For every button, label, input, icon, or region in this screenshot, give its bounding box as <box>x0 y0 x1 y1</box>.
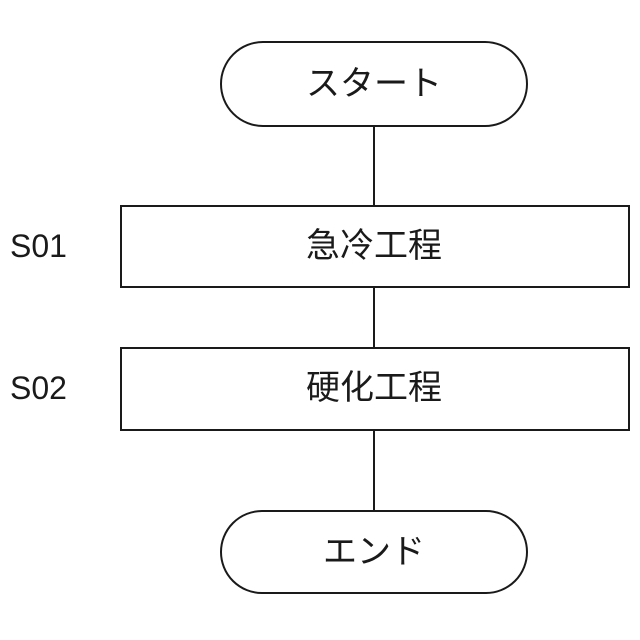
process-label-s02: 硬化工程 <box>306 368 442 408</box>
process-step-s01: S01 急冷工程 <box>10 206 629 287</box>
step-id-s02: S02 <box>10 370 67 406</box>
process-step-s02: S02 硬化工程 <box>10 348 629 430</box>
step-id-s01: S01 <box>10 228 67 264</box>
start-terminal: スタート <box>221 42 527 126</box>
start-terminal-label: スタート <box>306 64 442 104</box>
end-terminal-label: エンド <box>323 532 425 572</box>
process-label-s01: 急冷工程 <box>306 226 442 266</box>
end-terminal: エンド <box>221 511 527 593</box>
